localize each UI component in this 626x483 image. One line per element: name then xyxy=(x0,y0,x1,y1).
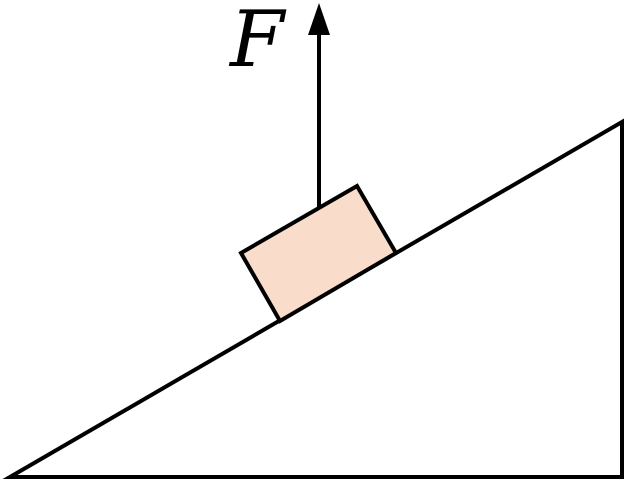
force-label: F xyxy=(228,0,287,85)
force-arrowhead xyxy=(308,3,330,35)
block xyxy=(238,183,399,324)
